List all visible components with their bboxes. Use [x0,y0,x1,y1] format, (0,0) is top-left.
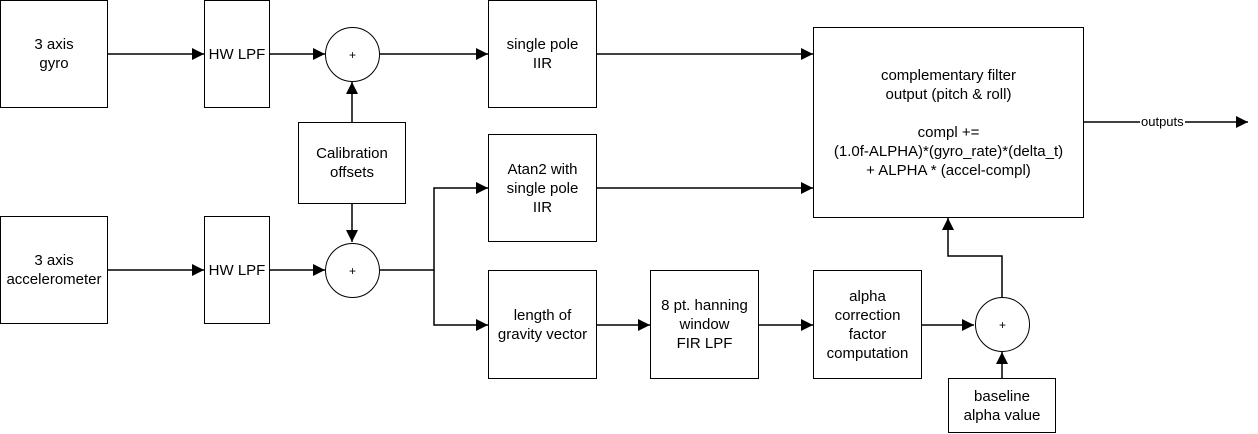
sum-gyro-junction: + [325,27,380,82]
hw-lpf-gyro-block: HW LPF [204,0,270,108]
calibration-offsets-block: Calibration offsets [298,122,406,204]
complementary-filter-block: complementary filter output (pitch & rol… [813,27,1084,218]
edge-sum-accel-to-gravity [433,270,488,331]
hanning-fir-lpf-block: 8 pt. hanning window FIR LPF [650,270,759,379]
baseline-alpha-block: baseline alpha value [948,378,1056,433]
gyro-block: 3 axis gyro [0,0,108,108]
edge-sum-alpha-to-complementary [942,218,1003,297]
sum-alpha-junction: + [975,297,1030,352]
atan2-iir-block: Atan2 with single pole IIR [488,134,597,242]
hw-lpf-accel-block: HW LPF [204,216,270,324]
single-pole-iir-block: single pole IIR [488,0,597,108]
sum-accel-junction: + [325,243,380,298]
accelerometer-block: 3 axis accelerometer [0,216,108,324]
edge-sum-accel-to-atan2 [380,182,488,271]
alpha-correction-block: alpha correction factor computation [813,270,922,379]
outputs-label: outputs [1140,114,1185,129]
gravity-length-block: length of gravity vector [488,270,597,379]
